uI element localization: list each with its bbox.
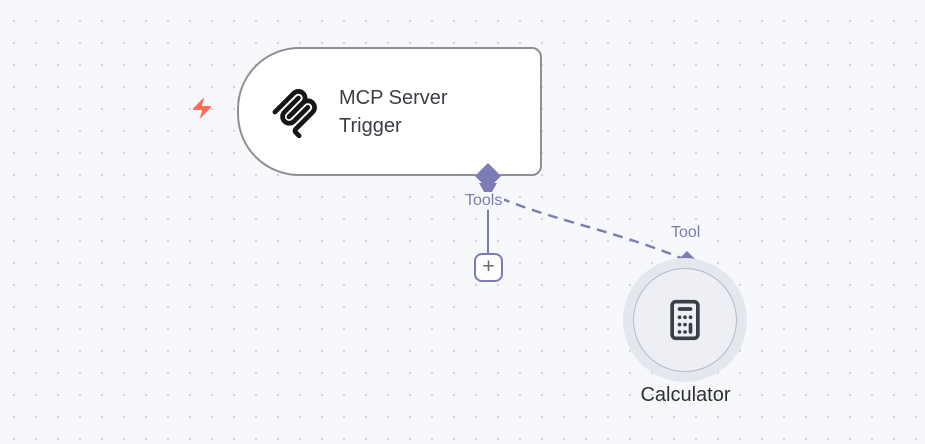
add-tool-button[interactable]: + bbox=[474, 253, 503, 282]
lightning-bolt-icon bbox=[192, 97, 212, 119]
tools-to-calculator-connection[interactable] bbox=[499, 196, 682, 260]
tools-output-endpoint[interactable] bbox=[475, 163, 501, 199]
node-calculator-title: Calculator bbox=[640, 384, 731, 406]
calculator-icon bbox=[670, 299, 700, 341]
mcp-logo-icon bbox=[272, 88, 317, 138]
tool-input-label: Tool bbox=[669, 224, 703, 242]
node-calculator-body[interactable] bbox=[633, 268, 737, 372]
node-calculator[interactable] bbox=[623, 258, 747, 382]
node-title: MCP Server Trigger bbox=[339, 86, 448, 137]
node-mcp-server-trigger[interactable]: MCP Server Trigger bbox=[237, 47, 542, 176]
tools-output-label: Tools bbox=[463, 192, 505, 210]
